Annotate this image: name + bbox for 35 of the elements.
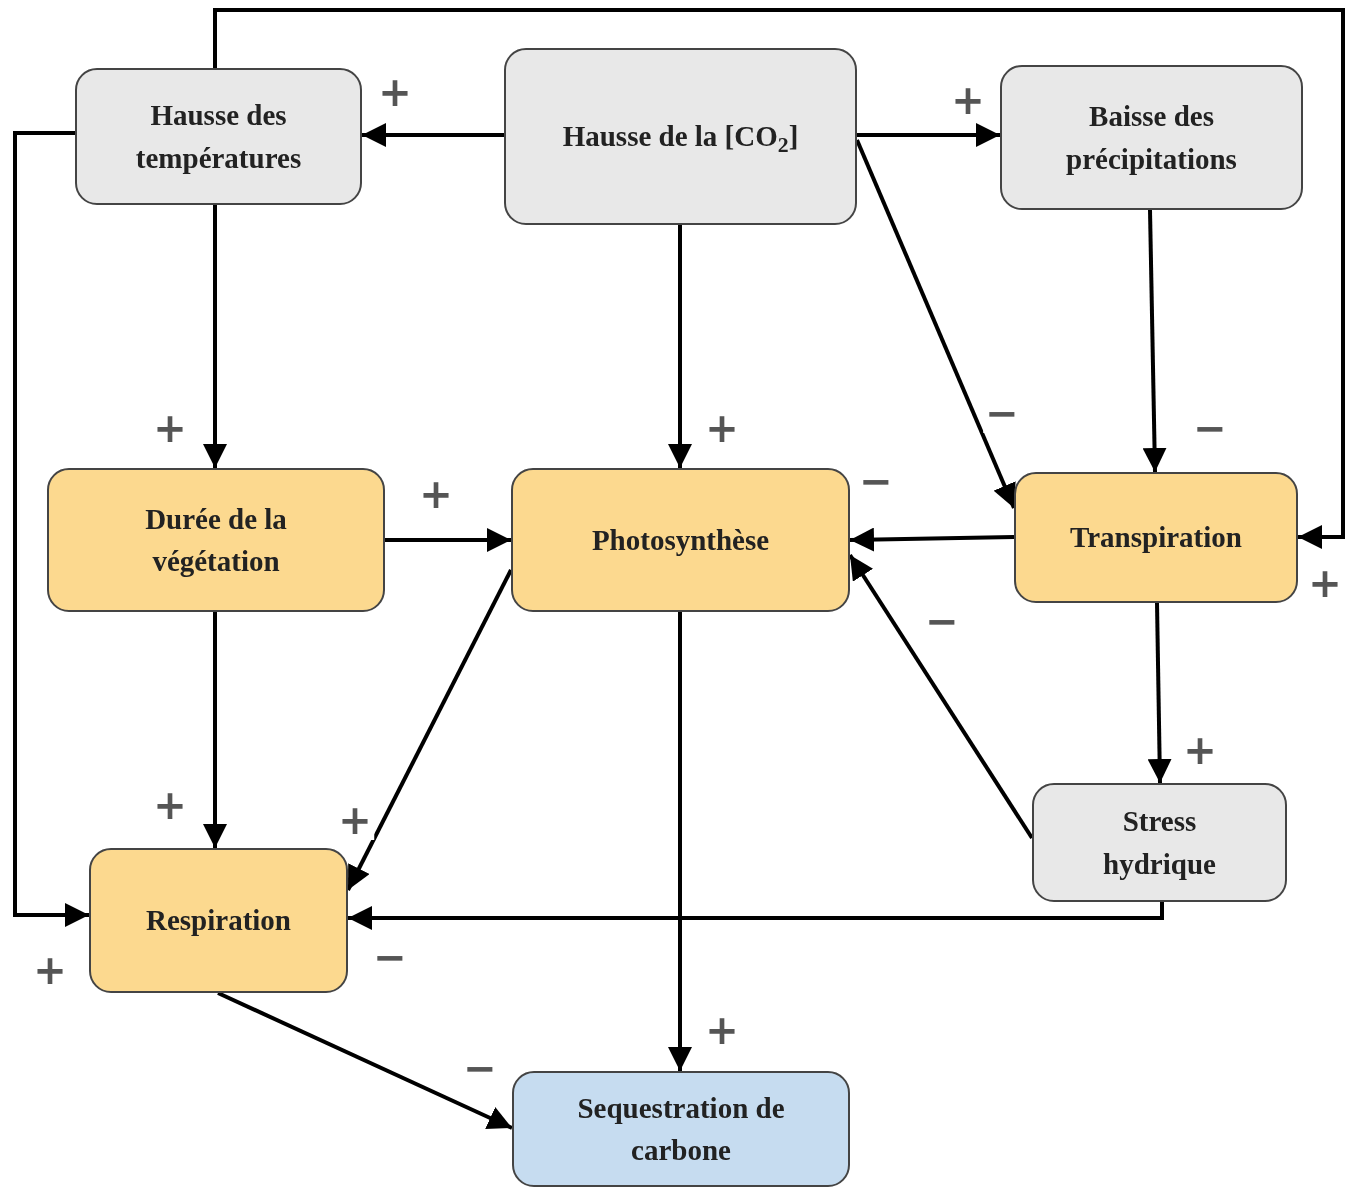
process-box [512, 1071, 850, 1187]
process-box [75, 68, 362, 205]
arrow [385, 528, 511, 552]
box-label: Stress hydrique [1102, 804, 1217, 882]
box-label: Respiration [146, 903, 291, 939]
arrow [857, 123, 1000, 147]
process-box [89, 848, 348, 993]
arrow [849, 527, 1015, 552]
process-box [1000, 65, 1303, 210]
arrow [668, 225, 692, 468]
arrow [203, 205, 227, 468]
process-box [511, 468, 850, 612]
box-label: Hausse de la [CO$_{2}$] [562, 119, 799, 158]
process-box [1014, 472, 1298, 603]
arrow [217, 991, 513, 1130]
arrow [203, 612, 227, 848]
arrow [1147, 602, 1172, 784]
box-label: Transpiration [1070, 520, 1242, 556]
arrow [1142, 209, 1167, 473]
arrow [348, 902, 1164, 930]
arrow [362, 123, 504, 147]
arrow [213, 8, 1345, 549]
box-label: Photosynthèse [591, 522, 770, 558]
arrow [346, 569, 513, 891]
box-label: Durée de la végétation [144, 501, 288, 579]
arrow [13, 131, 89, 927]
box-label: Hausse des températures [134, 98, 303, 176]
process-box [1032, 783, 1287, 902]
arrow [848, 553, 1034, 840]
arrow [855, 139, 1016, 509]
process-box [504, 48, 857, 225]
process-box [47, 468, 385, 612]
box-label: Sequestration de carbone [576, 1090, 786, 1168]
arrow [668, 612, 692, 1071]
box-label: Baisse des précipitations [1065, 99, 1238, 177]
